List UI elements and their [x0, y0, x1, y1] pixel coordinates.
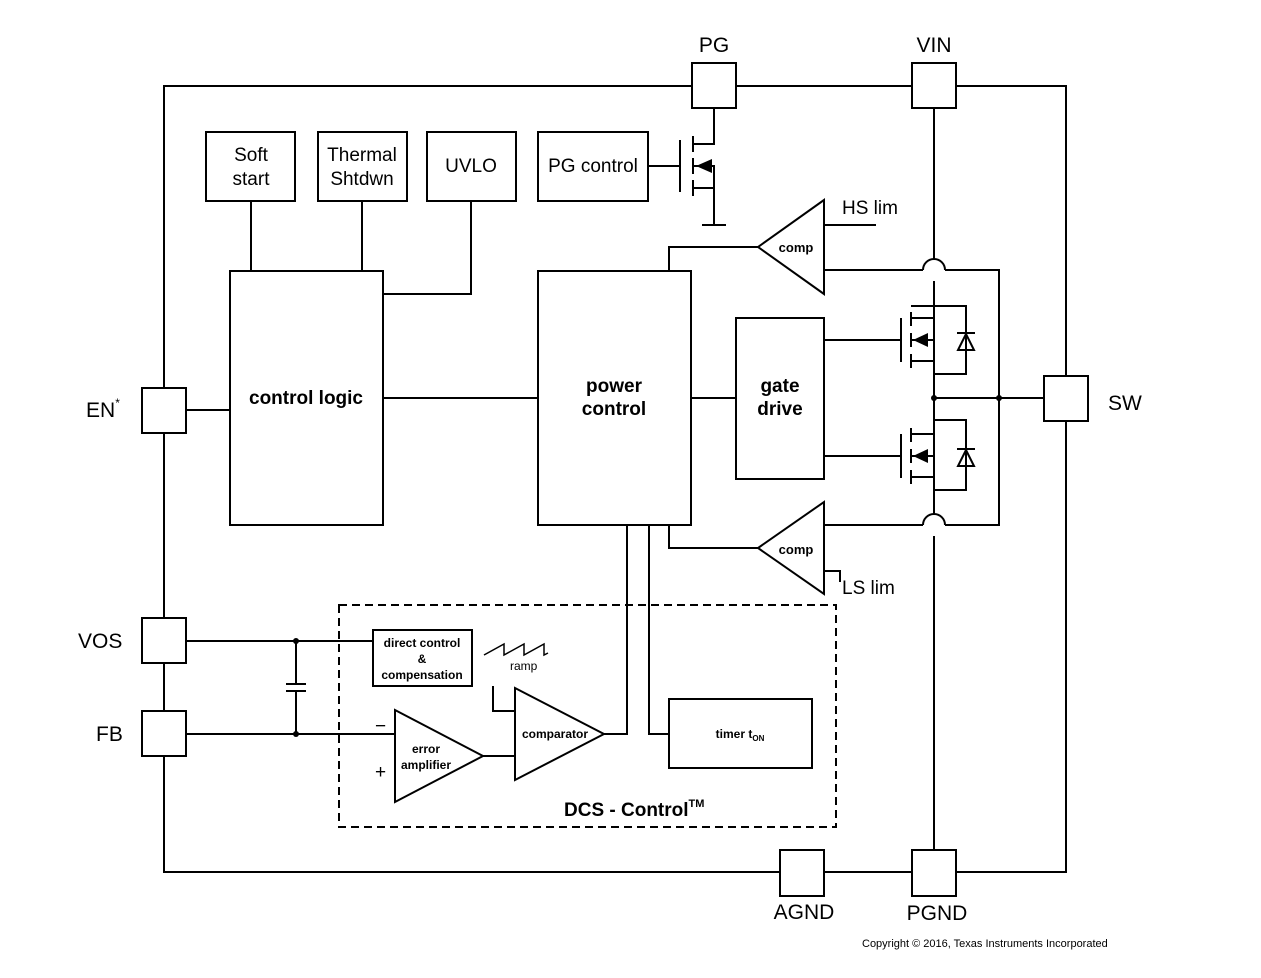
- pin-vin: [911, 62, 957, 109]
- hs-comparator: [756, 198, 825, 296]
- power-control-label-2: control: [582, 399, 646, 420]
- pin-en-label: EN*: [86, 396, 120, 422]
- gate-drive-label-2: drive: [757, 399, 802, 420]
- uvlo-block: [426, 131, 517, 202]
- direct-control-label-3: compensation: [381, 668, 462, 682]
- error-amplifier: [394, 708, 486, 804]
- ls-lim-label: LS lim: [842, 578, 895, 599]
- pin-sw-label: SW: [1108, 392, 1142, 415]
- pin-pg-label: PG: [699, 34, 729, 57]
- pin-agnd-label: AGND: [774, 901, 835, 924]
- gate-drive-block: [735, 317, 825, 480]
- ramp-waveform: [483, 642, 549, 657]
- timer-label: timer tON: [716, 727, 765, 743]
- soft-start-label-1: Soft: [234, 145, 269, 166]
- direct-control-label-2: &: [418, 652, 427, 666]
- ramp-label: ramp: [510, 659, 538, 673]
- soft-start-block: [205, 131, 296, 202]
- ls-comparator: [756, 500, 825, 596]
- sw-node-dot-2: [996, 395, 1002, 401]
- dcs-control-region: [338, 604, 837, 828]
- thermal-label-1: Thermal: [327, 145, 397, 166]
- error-amp-label-2: amplifier: [401, 758, 451, 772]
- power-control-block: [537, 270, 692, 526]
- dcs-control-label: DCS - ControlTM: [564, 798, 704, 821]
- pin-sw: [1043, 375, 1089, 422]
- pg-fet-arrow: [696, 159, 712, 173]
- error-amp-minus: −: [375, 716, 386, 737]
- pg-control-label: PG control: [548, 156, 638, 177]
- error-amp-label-1: error: [412, 742, 440, 756]
- fb-node-dot: [293, 731, 299, 737]
- direct-control-block: [372, 629, 473, 687]
- hs-comparator-label: comp: [779, 240, 814, 255]
- error-amp-plus: +: [375, 762, 386, 783]
- uvlo-label: UVLO: [445, 156, 497, 177]
- pin-agnd: [779, 849, 825, 897]
- vos-node-dot: [293, 638, 299, 644]
- pin-en: [141, 387, 187, 434]
- pin-vos: [141, 617, 187, 664]
- thermal-shutdown-block: [317, 131, 408, 202]
- pin-fb: [141, 710, 187, 757]
- power-control-label-1: power: [586, 376, 643, 397]
- pin-fb-label: FB: [96, 723, 123, 746]
- hs-lim-label: HS lim: [842, 198, 898, 219]
- soft-start-label-2: start: [233, 169, 271, 190]
- pin-vos-label: VOS: [78, 630, 122, 653]
- ls-comparator-label: comp: [779, 542, 814, 557]
- sw-node-dot: [931, 395, 937, 401]
- thermal-label-2: Shtdwn: [330, 169, 393, 190]
- copyright-notice: Copyright © 2016, Texas Instruments Inco…: [862, 938, 1108, 950]
- comparator-label: comparator: [522, 727, 588, 741]
- control-logic-label: control logic: [249, 388, 363, 409]
- gate-drive-label-1: gate: [760, 376, 799, 397]
- timer-block: [668, 698, 813, 769]
- ic-boundary: [163, 85, 1067, 873]
- pin-pgnd-label: PGND: [907, 902, 968, 925]
- control-logic-block: [229, 270, 384, 526]
- direct-control-label-1: direct control: [384, 636, 461, 650]
- pin-vin-label: VIN: [916, 34, 951, 57]
- comparator: [514, 686, 607, 782]
- pin-pgnd: [911, 849, 957, 897]
- pin-pg: [691, 62, 737, 109]
